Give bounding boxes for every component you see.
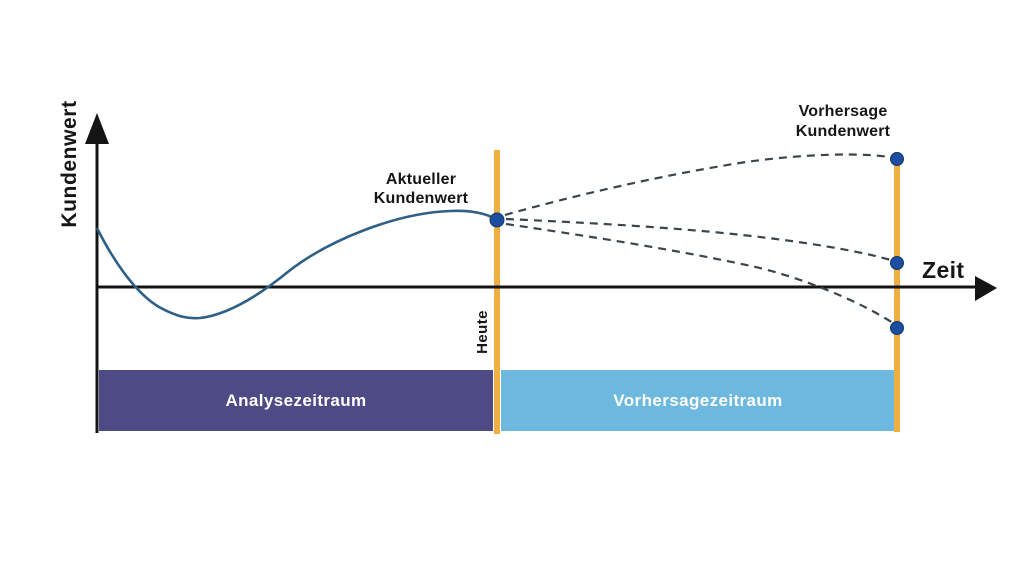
forecast-value-label: Vorhersage Kundenwert xyxy=(795,103,891,140)
forecast-dot-middle xyxy=(890,256,904,270)
analysis-period-bar xyxy=(99,370,493,431)
forecast-dot-upper xyxy=(890,152,904,166)
forecast-curve-upper xyxy=(504,153,896,217)
today-label: Heute xyxy=(474,310,491,354)
x-axis-arrowhead xyxy=(975,276,997,301)
y-axis-arrowhead xyxy=(85,113,109,144)
customer-value-curve xyxy=(95,209,498,320)
forecast-period-bar xyxy=(501,370,895,431)
forecast-curve-middle xyxy=(505,217,895,263)
y-axis-label: Kundenwert xyxy=(58,100,81,228)
forecast-period-label: Vorhersagezeitraum xyxy=(613,390,783,410)
forecast-dot-lower xyxy=(890,321,904,335)
current-value-label: Aktueller Kundenwert xyxy=(373,171,469,207)
forecast-curve-lower xyxy=(505,222,894,324)
x-axis-label: Zeit xyxy=(922,257,965,283)
current-value-dot xyxy=(489,212,505,228)
analysis-period-label: Analysezeitraum xyxy=(225,390,367,410)
